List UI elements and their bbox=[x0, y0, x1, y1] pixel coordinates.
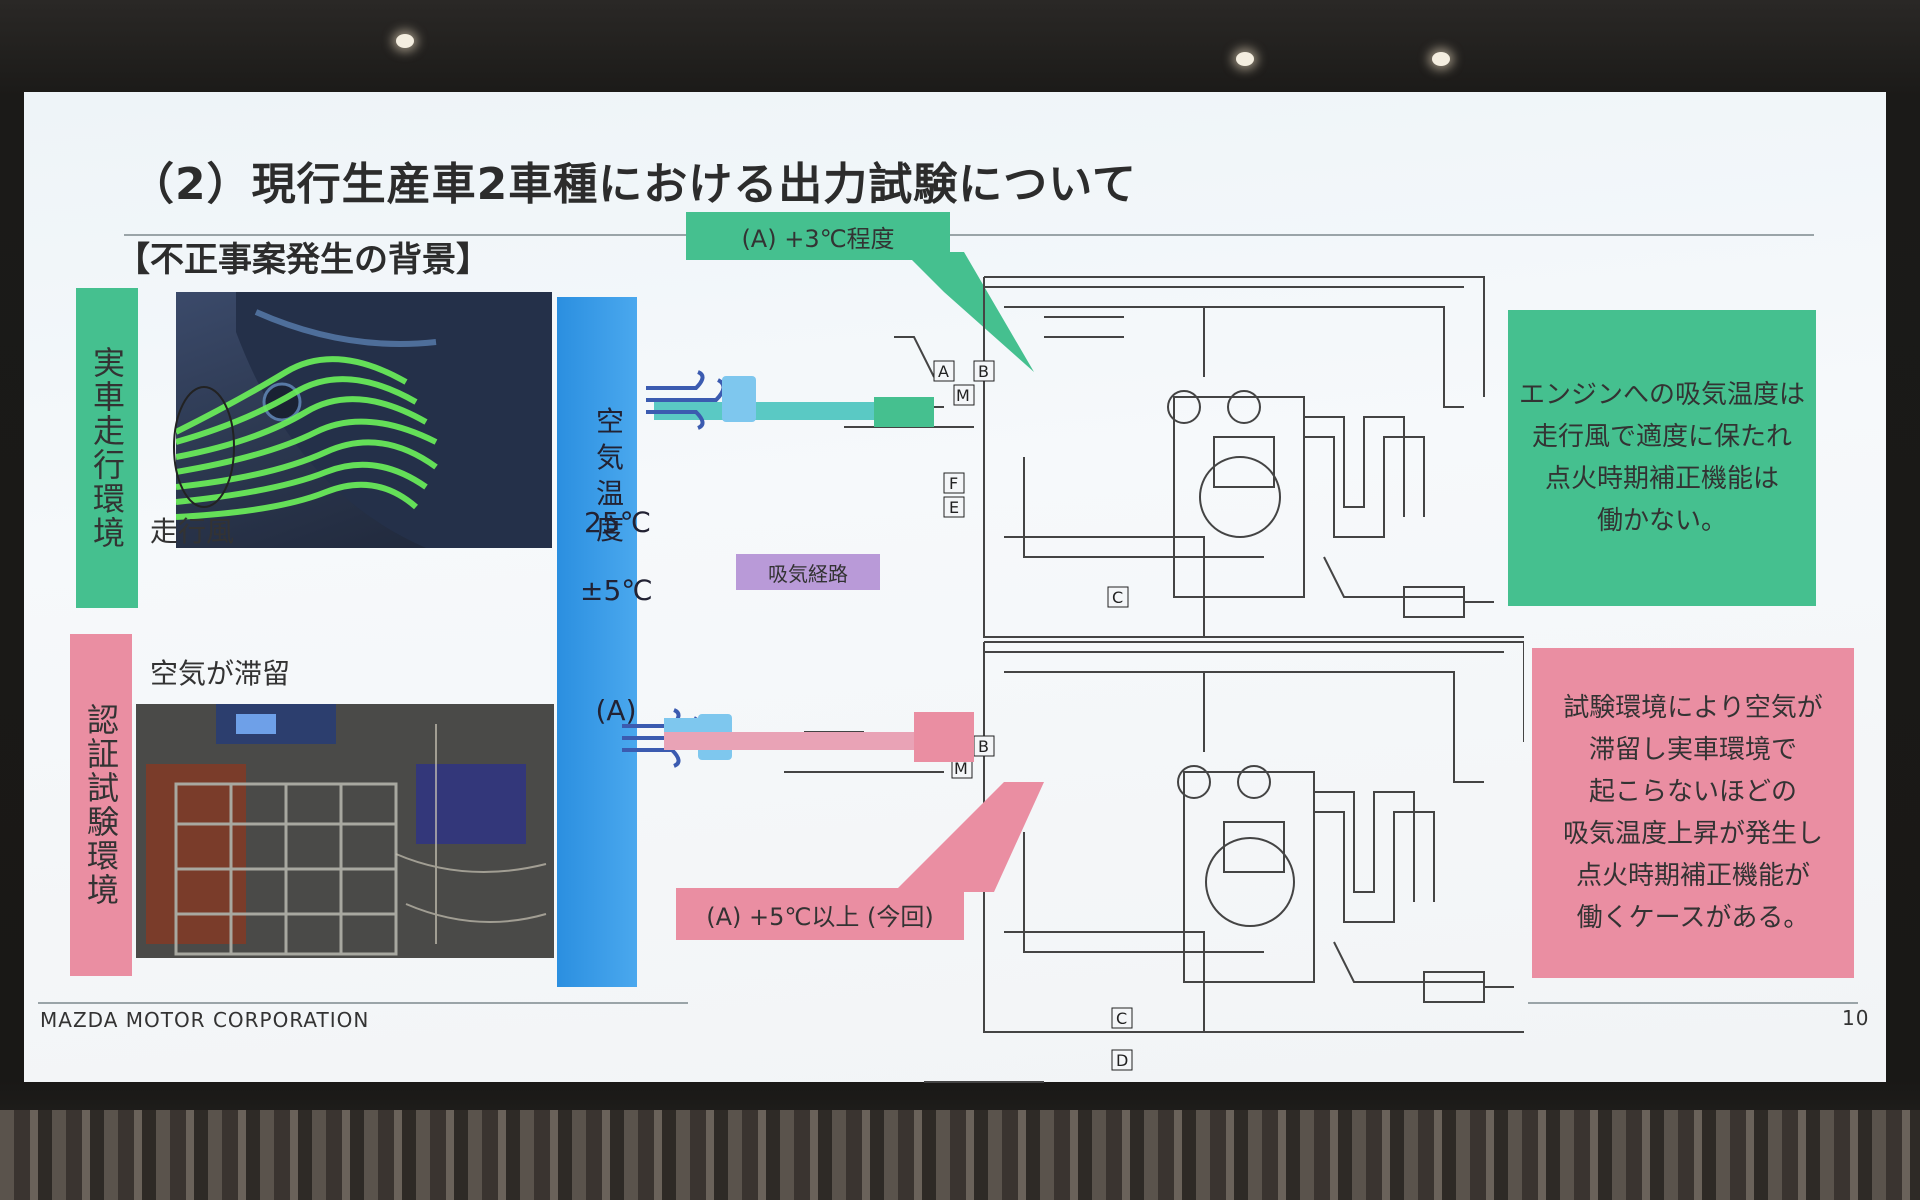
engine-diagram-top: A B M F E C bbox=[654, 276, 1524, 638]
real-env-note-line: エンジンへの吸気温度は bbox=[1518, 380, 1805, 410]
diagram-letter-c-top: C bbox=[1112, 588, 1123, 607]
cert-env-note-line: 試験環境により空気が bbox=[1563, 693, 1823, 723]
intake-path-label: 吸気経路 bbox=[736, 554, 880, 590]
intake-temp-bar bbox=[557, 297, 637, 987]
cert-env-bar: 認証試験環境 bbox=[70, 634, 132, 976]
cert-env-note: 試験環境により空気が 滞留し実車環境で 起こらないほどの 吸気温度上昇が発生し … bbox=[1532, 648, 1854, 978]
ceiling-light bbox=[1236, 52, 1254, 66]
real-env-note-line: 働かない。 bbox=[1596, 506, 1727, 536]
intake-temp-marker: (A) bbox=[595, 694, 637, 727]
cert-env-note-line: 働くケースがある。 bbox=[1576, 903, 1810, 933]
company-name: MAZDA MOTOR CORPORATION bbox=[40, 1008, 370, 1032]
top-callout-pointer bbox=[904, 252, 1034, 372]
real-env-label: 実車走行環境 bbox=[88, 346, 126, 550]
diagram-letter-a-top: A bbox=[938, 362, 949, 381]
cert-env-note-line: 吸気温度上昇が発生し bbox=[1562, 819, 1823, 849]
real-env-bar: 実車走行環境 bbox=[76, 288, 138, 608]
top-callout: (A) +3℃程度 bbox=[686, 212, 950, 260]
ceiling-light bbox=[396, 34, 414, 48]
bottom-callout: (A) +5℃以上 (今回) bbox=[676, 888, 964, 940]
footer-rule-left bbox=[38, 1002, 688, 1004]
engine-diagram-bottom: A B M F E C D bbox=[664, 641, 1524, 1083]
top-callout-text: (A) +3℃程度 bbox=[741, 224, 895, 253]
car-airflow-image bbox=[176, 292, 552, 548]
air-stagnant-caption: 空気が滞留 bbox=[150, 657, 291, 690]
ceiling-light bbox=[1432, 52, 1450, 66]
title-rule bbox=[124, 234, 1814, 236]
running-wind-caption: 走行風 bbox=[150, 515, 235, 548]
bottom-callout-text: (A) +5℃以上 (今回) bbox=[706, 902, 934, 931]
test-lab-image bbox=[136, 704, 554, 958]
projected-slide: （2）現行生産車2車種における出力試験について 【不正事案発生の背景】 実車走行… bbox=[24, 92, 1886, 1083]
cert-env-note-line: 起こらないほどの bbox=[1588, 777, 1797, 807]
wind-rotation-icon bbox=[164, 382, 244, 516]
diagram-letter-b-top: B bbox=[978, 362, 989, 381]
real-env-note: エンジンへの吸気温度は 走行風で適度に保たれ 点火時期補正機能は 働かない。 bbox=[1508, 310, 1816, 606]
cert-env-note-line: 滞留し実車環境で bbox=[1588, 735, 1797, 765]
slide-title: （2）現行生産車2車種における出力試験について bbox=[130, 159, 1137, 210]
footer-rule-right bbox=[1528, 1002, 1858, 1004]
real-env-note-line: 走行風で適度に保たれ bbox=[1531, 422, 1792, 452]
diagram-letter-d-bottom: D bbox=[1116, 1051, 1128, 1070]
cert-env-label: 認証試験環境 bbox=[82, 703, 120, 907]
page-number: 10 bbox=[1842, 1006, 1870, 1030]
diagram-letter-b-bottom: B bbox=[978, 737, 989, 756]
diagram-letter-c-bottom: C bbox=[1116, 1009, 1127, 1028]
intake-temp-tolerance: ±5℃ bbox=[580, 574, 653, 607]
air-inflow-icon-top bbox=[646, 370, 756, 430]
intake-path-text: 吸気経路 bbox=[768, 561, 848, 586]
bottom-callout-pointer bbox=[894, 782, 1044, 892]
diagram-letter-m-bottom: M bbox=[954, 759, 968, 778]
diagram-letter-f-top: F bbox=[949, 474, 958, 493]
real-env-note-line: 点火時期補正機能は bbox=[1544, 464, 1779, 494]
stage-curtain bbox=[0, 1110, 1920, 1200]
intake-temp-value: 25℃ bbox=[584, 506, 652, 539]
cert-env-note-line: 点火時期補正機能が bbox=[1575, 861, 1810, 891]
diagram-letter-e-top: E bbox=[949, 498, 959, 517]
intake-temp-label: 空気温度 bbox=[595, 405, 624, 546]
section-subtitle: 【不正事案発生の背景】 bbox=[116, 240, 490, 280]
diagram-letter-m-top: M bbox=[956, 386, 970, 405]
